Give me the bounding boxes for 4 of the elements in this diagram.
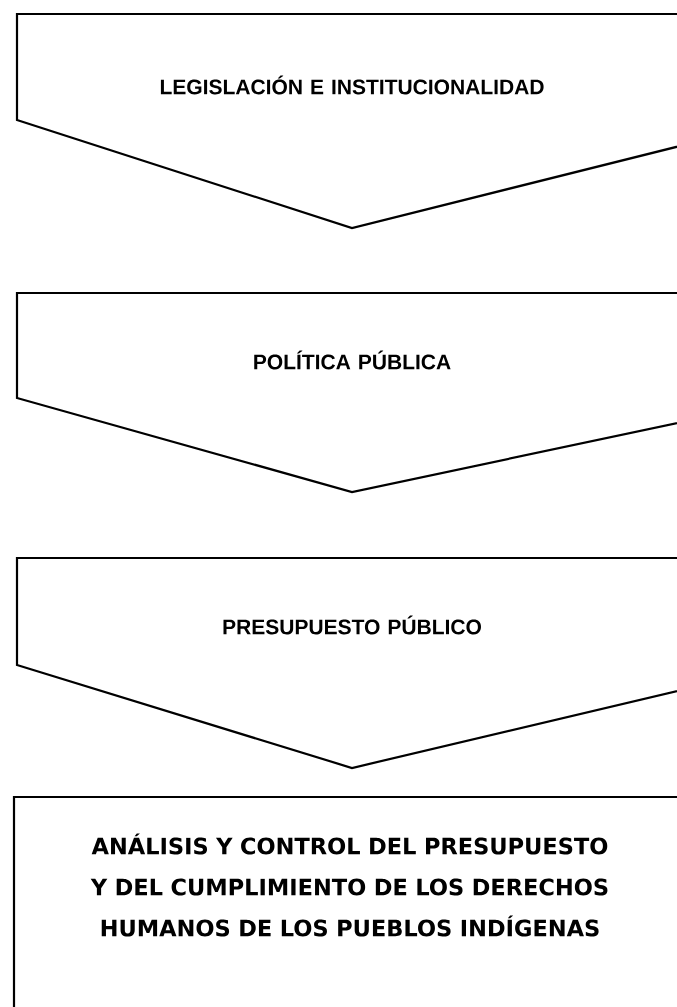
chevron-box: POLÍTICA PÚBLICA [15,291,677,494]
process-box: ANÁLISIS Y CONTROL DEL PRESUPUESTO Y DEL CUMPLIMIENTO DE LOS DERECHOS HUMANOS DE LOS PUEBLOS INDÍGENAS [12,795,677,1007]
chevron-box: LEGISLACIÓN E INSTITUCIONALIDAD [15,12,677,230]
chevron-box: PRESUPUESTO PÚBLICO [15,556,677,770]
